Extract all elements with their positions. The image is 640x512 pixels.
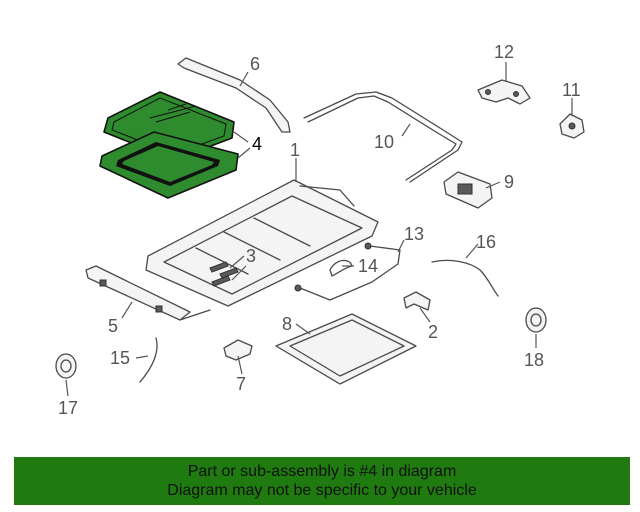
callout-8: 8 [282,314,292,334]
part-15-hose[interactable] [139,337,158,383]
callout-15: 15 [110,348,130,368]
part-6-trim[interactable] [177,57,291,133]
callout-9: 9 [504,172,514,192]
part-18-grommet[interactable] [525,307,547,333]
part-8-sunshade[interactable] [275,313,417,385]
callout-16: 16 [476,232,496,252]
callout-6: 6 [250,54,260,74]
part-3-clips[interactable] [209,261,239,287]
banner-line-1: Part or sub-assembly is #4 in diagram [187,463,457,480]
leader-lines [65,62,573,397]
part-7-clip[interactable] [223,339,253,361]
callouts: 6 4 1 10 12 11 9 3 13 14 16 5 2 8 18 7 1… [58,42,581,418]
part-1-frame[interactable] [145,179,379,307]
parts-diagram: 6 4 1 10 12 11 9 3 13 14 16 5 2 8 18 7 1… [55,42,585,418]
info-banner: Part or sub-assembly is #4 in diagram Di… [14,457,630,505]
callout-3: 3 [246,246,256,266]
part-12-bracket[interactable] [477,79,531,105]
callout-18: 18 [524,350,544,370]
part-2-bracket[interactable] [403,291,431,311]
callout-2: 2 [428,322,438,342]
callout-10: 10 [374,132,394,152]
callout-1: 1 [290,140,300,160]
banner-line-2: Diagram may not be specific to your vehi… [167,482,477,499]
callout-4: 4 [252,134,262,154]
callout-5: 5 [108,316,118,336]
callout-17: 17 [58,398,78,418]
part-5-trim-panel[interactable] [85,265,211,321]
callout-7: 7 [236,374,246,394]
part-4-glass-seal[interactable] [99,131,239,199]
part-13-hose[interactable] [294,242,401,301]
callout-14: 14 [358,256,378,276]
callout-13: 13 [404,224,424,244]
callout-11: 11 [562,80,581,100]
part-11-clip[interactable] [559,113,585,139]
part-14-clip[interactable] [329,259,353,277]
part-17-grommet[interactable] [55,353,77,379]
part-10-rail[interactable] [303,91,463,183]
callout-12: 12 [494,42,514,62]
part-16-hose[interactable] [431,259,499,297]
part-9-motor[interactable] [443,171,493,209]
